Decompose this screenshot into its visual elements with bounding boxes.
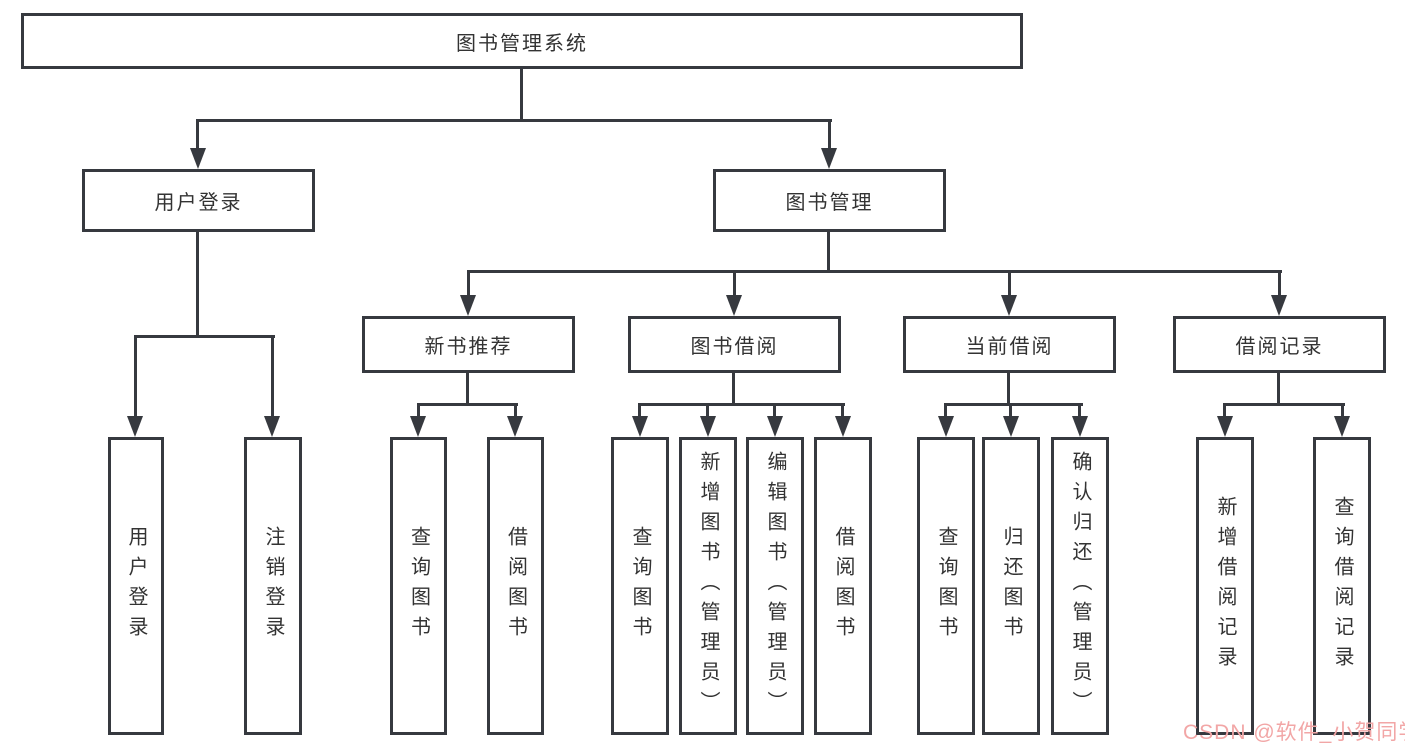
connector-line — [1223, 403, 1345, 406]
arrow-down-icon — [1334, 416, 1350, 437]
connector-line — [196, 119, 199, 150]
node-book-management-label: 图书管理 — [785, 192, 874, 214]
leaf-label: 查询图书 — [629, 526, 651, 646]
arrow-down-icon — [460, 295, 476, 316]
connector-line — [467, 270, 470, 297]
arrow-down-icon — [726, 295, 742, 316]
connector-line — [638, 403, 845, 406]
leaf-label: 编辑图书（管理员） — [764, 451, 786, 721]
leaf-query-books-1: 查询图书 — [390, 437, 447, 735]
connector-line — [827, 232, 830, 273]
connector-line — [1277, 373, 1280, 406]
arrow-down-icon — [264, 416, 280, 437]
leaf-borrow-books-1: 借阅图书 — [487, 437, 544, 735]
leaf-label: 归还图书 — [1000, 526, 1022, 646]
connector-line — [514, 403, 517, 419]
node-new-book-recommend-label: 新书推荐 — [424, 336, 513, 358]
leaf-borrow-books-2: 借阅图书 — [814, 437, 872, 735]
arrow-down-icon — [1271, 295, 1287, 316]
arrow-down-icon — [410, 416, 426, 437]
connector-line — [1341, 403, 1344, 419]
node-user-login-label: 用户登录 — [154, 192, 243, 214]
arrow-down-icon — [821, 148, 837, 169]
node-new-book-recommend: 新书推荐 — [362, 316, 575, 373]
connector-line — [1009, 403, 1012, 419]
leaf-label: 新增借阅记录 — [1214, 496, 1236, 676]
leaf-query-borrow-record: 查询借阅记录 — [1313, 437, 1371, 735]
node-borrow-records-label: 借阅记录 — [1235, 336, 1324, 358]
connector-line — [733, 270, 736, 297]
node-book-borrow-label: 图书借阅 — [690, 336, 779, 358]
node-root-label: 图书管理系统 — [456, 32, 588, 55]
arrow-down-icon — [632, 416, 648, 437]
leaf-edit-books-admin: 编辑图书（管理员） — [746, 437, 804, 735]
connector-line — [841, 403, 844, 419]
leaf-confirm-return-admin: 确认归还（管理员） — [1051, 437, 1109, 735]
leaf-label: 查询借阅记录 — [1331, 496, 1353, 676]
connector-line — [196, 119, 832, 122]
connector-line — [732, 373, 735, 406]
arrow-down-icon — [767, 416, 783, 437]
connector-line — [944, 403, 947, 419]
connector-line — [271, 335, 274, 419]
node-current-borrow-label: 当前借阅 — [965, 336, 1054, 358]
node-book-management: 图书管理 — [713, 169, 946, 232]
arrow-down-icon — [1003, 416, 1019, 437]
watermark: CSDN @软件_小贺同学 — [1183, 721, 1405, 744]
node-user-login: 用户登录 — [82, 169, 315, 232]
connector-line — [520, 69, 523, 122]
arrow-down-icon — [700, 416, 716, 437]
connector-line — [417, 403, 420, 419]
leaf-add-books-admin: 新增图书（管理员） — [679, 437, 737, 735]
arrow-down-icon — [127, 416, 143, 437]
node-root: 图书管理系统 — [21, 13, 1023, 69]
connector-line — [467, 270, 1282, 273]
connector-line — [773, 403, 776, 419]
node-book-borrow: 图书借阅 — [628, 316, 841, 373]
leaf-label: 借阅图书 — [832, 526, 854, 646]
arrow-down-icon — [938, 416, 954, 437]
arrow-down-icon — [1001, 295, 1017, 316]
leaf-add-borrow-record: 新增借阅记录 — [1196, 437, 1254, 735]
leaf-logout: 注销登录 — [244, 437, 302, 735]
arrow-down-icon — [190, 148, 206, 169]
connector-line — [134, 335, 275, 338]
connector-line — [1223, 403, 1226, 419]
leaf-label: 查询图书 — [407, 526, 430, 646]
connector-line — [196, 232, 199, 338]
arrow-down-icon — [1217, 416, 1233, 437]
connector-line — [828, 119, 831, 150]
leaf-return-books: 归还图书 — [982, 437, 1040, 735]
connector-line — [944, 403, 1083, 406]
leaf-user-login: 用户登录 — [108, 437, 164, 735]
connector-line — [1278, 270, 1281, 297]
leaf-label: 新增图书（管理员） — [697, 451, 719, 721]
leaf-query-books-2: 查询图书 — [611, 437, 669, 735]
connector-line — [1008, 270, 1011, 297]
connector-line — [706, 403, 709, 419]
node-current-borrow: 当前借阅 — [903, 316, 1116, 373]
arrow-down-icon — [1072, 416, 1088, 437]
leaf-label: 借阅图书 — [504, 526, 527, 646]
connector-line — [417, 403, 518, 406]
node-borrow-records: 借阅记录 — [1173, 316, 1386, 373]
connector-line — [1078, 403, 1081, 419]
leaf-label: 确认归还（管理员） — [1069, 451, 1091, 721]
connector-line — [638, 403, 641, 419]
connector-line — [1007, 373, 1010, 406]
leaf-label: 用户登录 — [125, 526, 147, 646]
arrow-down-icon — [507, 416, 523, 437]
connector-line — [134, 335, 137, 419]
leaf-query-books-3: 查询图书 — [917, 437, 975, 735]
arrow-down-icon — [835, 416, 851, 437]
connector-line — [466, 373, 469, 406]
leaf-label: 查询图书 — [935, 526, 957, 646]
leaf-label: 注销登录 — [262, 526, 284, 646]
